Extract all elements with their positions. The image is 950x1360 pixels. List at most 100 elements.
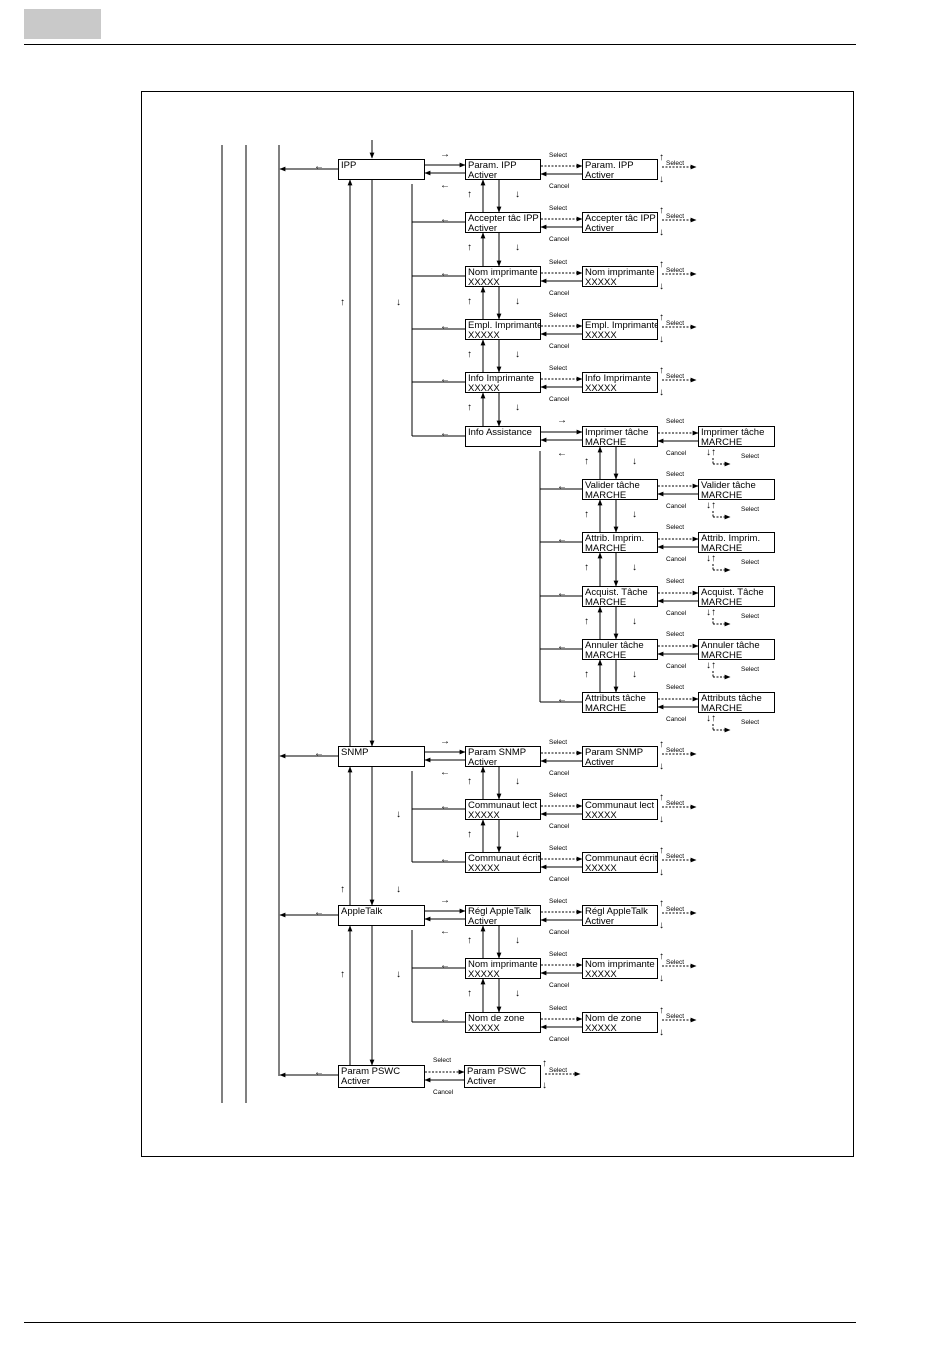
ipp-item-5-option-line2: XXXXX (585, 383, 617, 393)
ipp-item-2-option-line2: Activer (585, 223, 615, 233)
assistance-item-1-option-line2: MARCHE (701, 437, 743, 447)
menu-snmp[interactable]: SNMP (338, 746, 425, 767)
arrow-down-icon: ↓ (659, 973, 664, 984)
back-arrow-icon: ← (440, 374, 450, 385)
cancel-label: Cancel (666, 450, 687, 457)
arrow-up-icon: ↑ (467, 402, 472, 413)
arrow-down-icon: ↓ (515, 935, 520, 946)
ipp-item-4-line1: Empl. Imprimante (468, 320, 541, 331)
arrow-right-icon: → (557, 415, 567, 426)
menu-snmp-line1: SNMP (341, 747, 369, 758)
snmp-item-2-line1: Communaut lect (468, 800, 538, 811)
arrow-up-icon: ↑ (467, 935, 472, 946)
menu-ipp[interactable]: IPP (338, 159, 425, 180)
appletalk-item-2-line1: Nom imprimante (468, 959, 538, 970)
menu-ipp-line1: IPP (341, 160, 357, 171)
menu-appletalk-line1: AppleTalk (341, 906, 383, 917)
menu-appletalk[interactable]: AppleTalk (338, 905, 425, 926)
assistance-item-3-line1: Attrib. Imprim. (585, 533, 645, 544)
assistance-item-3[interactable]: Attrib. Imprim.MARCHE (582, 532, 658, 553)
arrow-up-icon: ↑ (659, 259, 664, 270)
arrow-up-icon: ↑ (659, 845, 664, 856)
arrow-down-icon: ↓ (659, 334, 664, 345)
arrow-up-icon: ↑ (584, 509, 589, 520)
arrow-down-icon: ↓ (515, 402, 520, 413)
arrow-down-icon: ↓ (632, 562, 637, 573)
back-arrow-icon: ← (314, 748, 324, 759)
arrow-down-icon: ↓ (515, 776, 520, 787)
cancel-label: Cancel (549, 823, 570, 830)
snmp-item-3-line1: Communaut écrit (468, 853, 541, 864)
cancel-label: Cancel (666, 610, 687, 617)
assistance-item-5-option-line2: MARCHE (701, 650, 743, 660)
ipp-info-assistance[interactable]: Info Assistance (465, 426, 541, 447)
select-label: Select (666, 684, 685, 691)
appletalk-item-2-line2: XXXXX (468, 969, 500, 979)
snmp-item-3-line2: XXXXX (468, 863, 500, 873)
updown-arrow-icon: ↓↑ (706, 660, 716, 671)
assistance-item-2-line2: MARCHE (585, 490, 627, 500)
arrow-up-icon: ↑ (659, 792, 664, 803)
arrow-up-icon: ↑ (340, 969, 345, 980)
cancel-label: Cancel (549, 396, 570, 403)
back-arrow-icon: ← (440, 321, 450, 332)
select-label: Select (666, 578, 685, 585)
appletalk-item-1-option-line1: Régl AppleTalk (585, 906, 648, 917)
snmp-item-1-line2: Activer (468, 757, 498, 767)
back-arrow-icon: ← (557, 641, 567, 652)
back-arrow-icon: ← (440, 214, 450, 225)
arrow-down-icon: ↓ (632, 509, 637, 520)
option-select-label: Select (666, 747, 685, 754)
ipp-item-3-line2: XXXXX (468, 277, 500, 287)
assistance-item-3-option[interactable]: Attrib. Imprim.MARCHE (698, 532, 775, 553)
arrow-down-icon: ↓ (396, 969, 401, 980)
arrow-down-icon: ↓ (659, 281, 664, 292)
arrow-down-icon: ↓ (515, 349, 520, 360)
select-label: Select (549, 792, 568, 799)
assistance-item-1-line1: Imprimer tâche (585, 427, 649, 438)
appletalk-item-3-line2: XXXXX (468, 1023, 500, 1033)
option-select-label: Select (741, 666, 760, 673)
cancel-label: Cancel (433, 1089, 454, 1096)
snmp-item-2-option-line1: Communaut lect (585, 800, 655, 811)
arrow-right-icon: → (440, 895, 450, 906)
arrow-left-icon: ← (440, 926, 450, 937)
arrow-up-icon: ↑ (584, 669, 589, 680)
select-label: Select (549, 365, 568, 372)
arrow-down-icon: ↓ (632, 616, 637, 627)
